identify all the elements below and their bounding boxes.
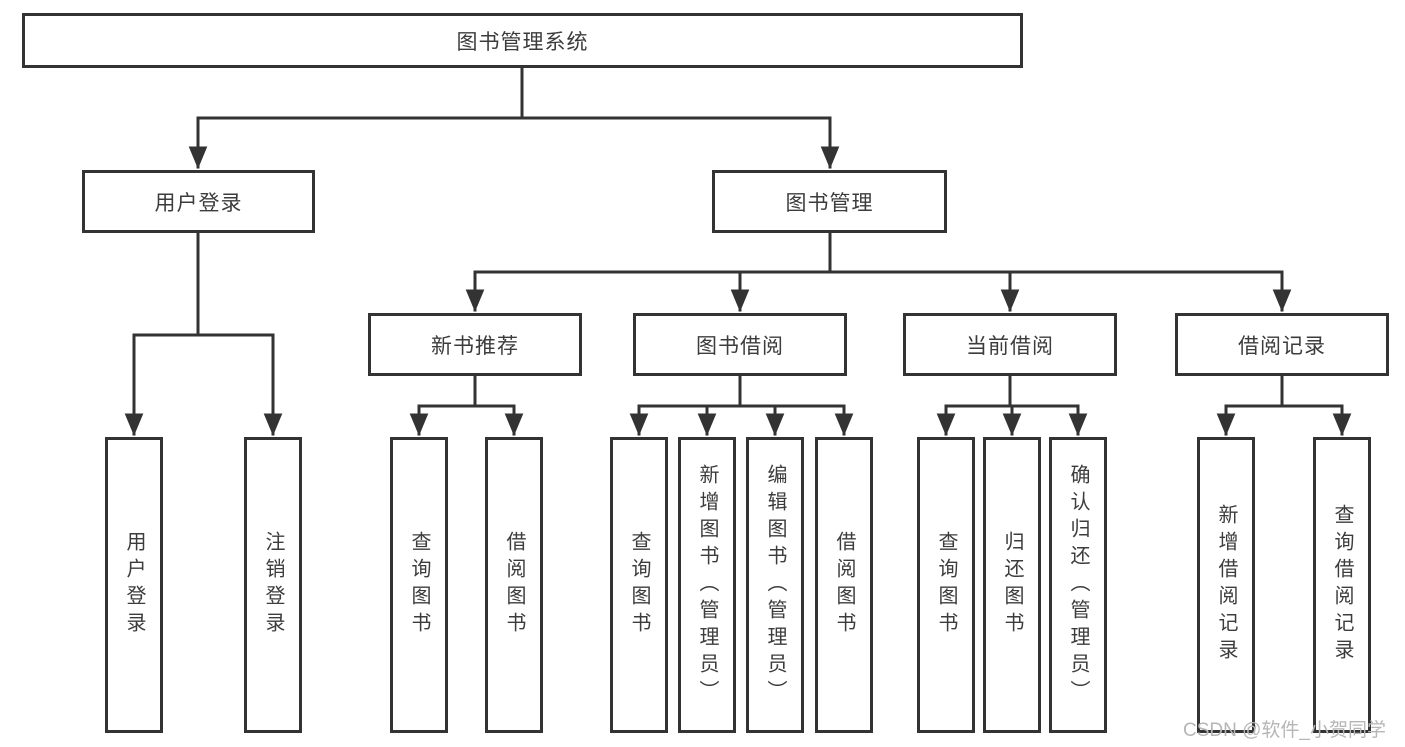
- node-cb-return-book-label: 归还图书: [1001, 531, 1023, 639]
- node-br-add-record: 新增借阅记录: [1197, 437, 1255, 733]
- node-leaf-user-login: 用户登录: [105, 437, 163, 733]
- node-bb-query-book: 查询图书: [610, 437, 668, 733]
- csdn-watermark: CSDN @软件_小贺同学: [1183, 720, 1386, 741]
- node-cb-query-book: 查询图书: [917, 437, 975, 733]
- node-rec-query-book: 查询图书: [390, 437, 448, 733]
- node-bb-borrow-book-label: 借阅图书: [833, 531, 855, 639]
- node-new-book-rec: 新书推荐: [368, 313, 582, 376]
- node-bb-add-book-label: 新增图书（管理员）: [696, 463, 718, 707]
- node-cb-confirm-return: 确认归还（管理员）: [1049, 437, 1107, 733]
- node-current-borrow: 当前借阅: [903, 313, 1117, 376]
- node-bb-borrow-book: 借阅图书: [815, 437, 873, 733]
- node-book-mgmt: 图书管理: [712, 170, 947, 233]
- node-leaf-logout-login: 注销登录: [244, 437, 302, 733]
- node-leaf-user-login-label: 用户登录: [123, 531, 145, 639]
- node-bb-edit-book: 编辑图书（管理员）: [746, 437, 804, 733]
- node-cb-confirm-return-label: 确认归还（管理员）: [1067, 463, 1089, 707]
- node-br-add-record-label: 新增借阅记录: [1215, 504, 1237, 666]
- node-bb-query-book-label: 查询图书: [628, 531, 650, 639]
- node-root: 图书管理系统: [22, 13, 1023, 68]
- node-rec-query-book-label: 查询图书: [408, 531, 430, 639]
- node-book-mgmt-label: 图书管理: [785, 191, 874, 215]
- node-user-login: 用户登录: [82, 170, 315, 233]
- node-br-query-record-label: 查询借阅记录: [1331, 504, 1353, 666]
- node-bb-add-book: 新增图书（管理员）: [678, 437, 736, 733]
- node-borrow-records-label: 借阅记录: [1238, 334, 1326, 358]
- node-cb-return-book: 归还图书: [983, 437, 1041, 733]
- node-current-borrow-label: 当前借阅: [966, 334, 1054, 358]
- node-new-book-rec-label: 新书推荐: [431, 334, 519, 358]
- node-root-label: 图书管理系统: [456, 30, 589, 54]
- node-rec-borrow-book-label: 借阅图书: [503, 531, 525, 639]
- node-bb-edit-book-label: 编辑图书（管理员）: [764, 463, 786, 707]
- node-book-borrow-label: 图书借阅: [696, 334, 784, 358]
- node-rec-borrow-book: 借阅图书: [485, 437, 543, 733]
- node-leaf-logout-login-label: 注销登录: [262, 531, 284, 639]
- node-user-login-label: 用户登录: [154, 191, 243, 215]
- node-book-borrow: 图书借阅: [633, 313, 847, 376]
- node-br-query-record: 查询借阅记录: [1313, 437, 1371, 733]
- node-cb-query-book-label: 查询图书: [935, 531, 957, 639]
- node-borrow-records: 借阅记录: [1175, 313, 1389, 376]
